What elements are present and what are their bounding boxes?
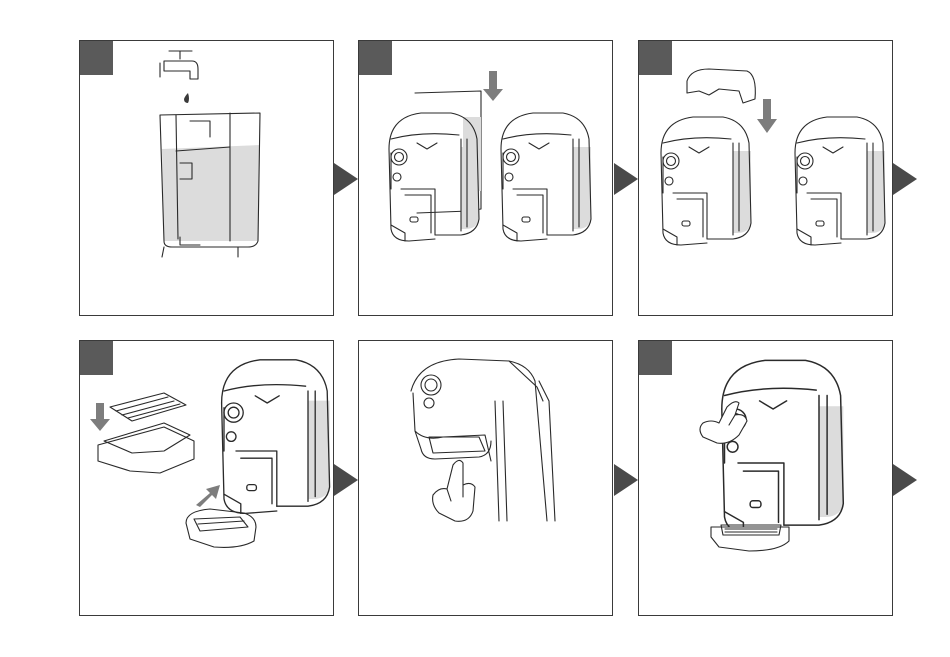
next-step-arrow-icon [614,163,638,195]
insert-tank-illustration [359,41,613,316]
attach-drip-tray-illustration [80,341,334,616]
attach-lid-illustration [639,41,893,316]
next-step-arrow-icon [334,464,358,496]
step-1-panel [79,40,334,316]
step-2-panel [358,40,613,316]
step-6-panel [638,340,893,616]
press-power-button-illustration [639,341,893,616]
step-4-panel [79,340,334,616]
step-3-panel [638,40,893,316]
step-5-panel [358,340,613,616]
next-step-arrow-icon [893,163,917,195]
next-step-arrow-icon [893,464,917,496]
next-step-arrow-icon [334,163,358,195]
press-dispense-button-illustration [359,341,613,616]
tap-fill-tank-illustration [80,41,334,316]
next-step-arrow-icon [614,464,638,496]
